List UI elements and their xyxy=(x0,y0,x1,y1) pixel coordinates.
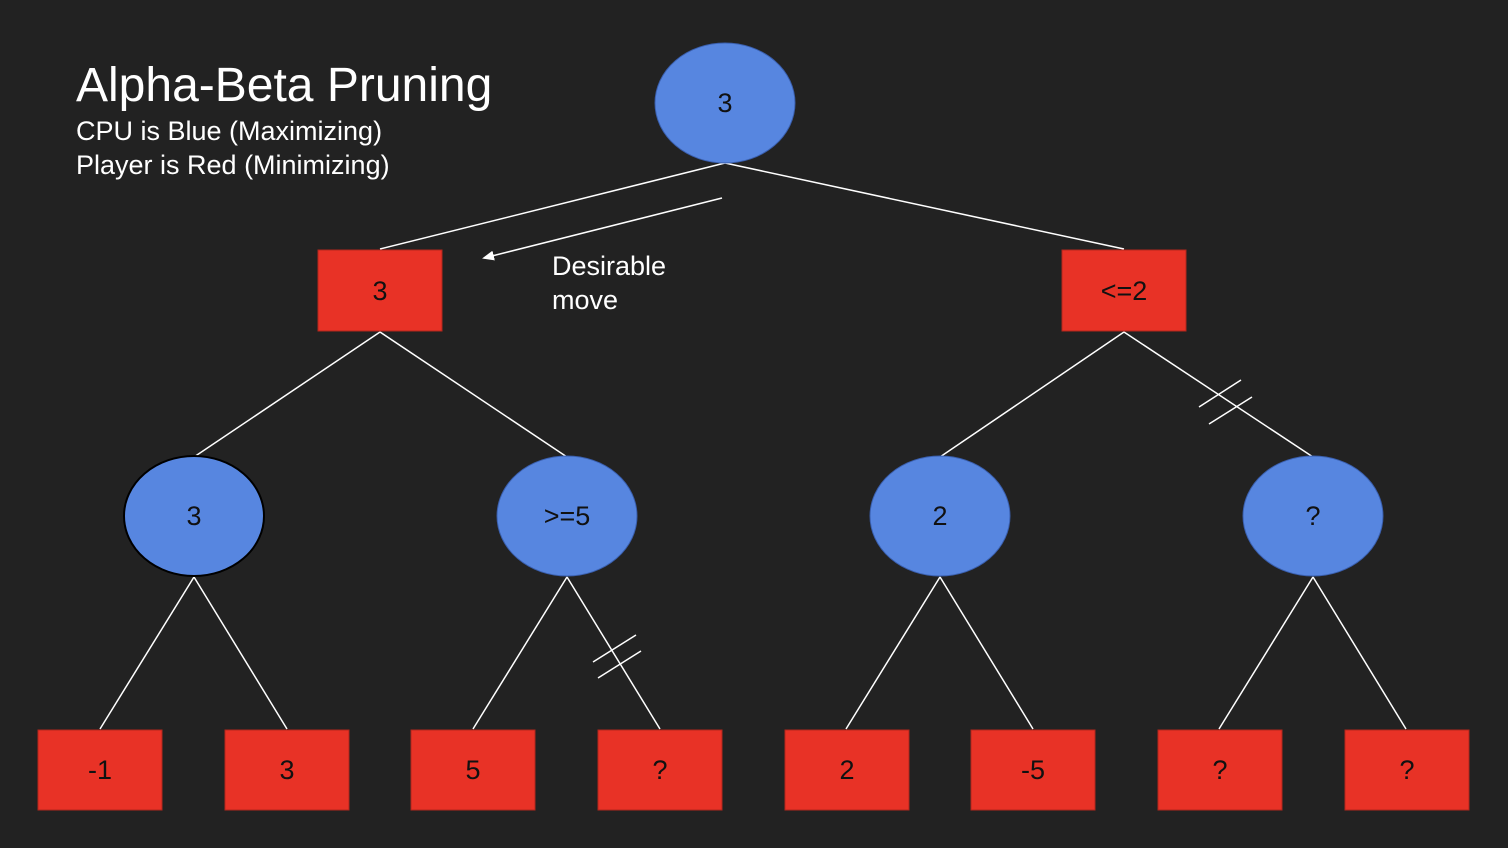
leaf-node-3-label: 5 xyxy=(465,755,480,785)
max-node-c-label: 2 xyxy=(932,501,947,531)
annotation-line-2: move xyxy=(552,285,619,315)
leaf-node-6-label: -5 xyxy=(1021,755,1045,785)
max-node-d: ? xyxy=(1242,455,1384,577)
edge-leftmin-to-max-b xyxy=(379,331,568,458)
leaf-node-2-label: 3 xyxy=(279,755,294,785)
leaf-node-2: 3 xyxy=(224,729,350,811)
desirable-move-annotation: Desirable move xyxy=(552,249,666,317)
leaf-node-6: -5 xyxy=(970,729,1096,811)
edge-root-to-right-min xyxy=(724,162,1125,250)
edge-max-b-to-leaf-3 xyxy=(472,576,568,730)
max-node-b: >=5 xyxy=(496,455,638,577)
edge-max-d-to-leaf-8 xyxy=(1312,576,1407,730)
leaf-node-8-label: ? xyxy=(1399,755,1414,785)
edge-max-b-to-leaf-4 xyxy=(566,576,661,730)
min-node-right: <=2 xyxy=(1061,249,1187,332)
edge-max-a-to-leaf-2 xyxy=(193,576,288,730)
leaf-node-5: 2 xyxy=(784,729,910,811)
leaf-node-1-label: -1 xyxy=(88,755,112,785)
subtitle-line-1: CPU is Blue (Maximizing) xyxy=(76,116,383,146)
prune-mark-right-branch xyxy=(1198,379,1253,425)
leaf-node-8: ? xyxy=(1344,729,1470,811)
edge-max-c-to-leaf-5 xyxy=(845,576,941,730)
min-node-right-label: <=2 xyxy=(1101,276,1148,306)
edge-root-to-left-min xyxy=(379,162,726,250)
leaf-node-7-label: ? xyxy=(1212,755,1227,785)
max-node-c: 2 xyxy=(869,455,1011,577)
min-node-left: 3 xyxy=(317,249,443,332)
leaf-node-3: 5 xyxy=(410,729,536,811)
root-max-node-label: 3 xyxy=(717,88,732,118)
max-node-a-label: 3 xyxy=(186,501,201,531)
leaf-node-1: -1 xyxy=(37,729,163,811)
desirable-move-arrow xyxy=(482,197,723,261)
page-title: Alpha-Beta Pruning xyxy=(76,59,493,112)
leaf-node-7: ? xyxy=(1157,729,1283,811)
min-node-left-label: 3 xyxy=(372,276,387,306)
leaf-node-4-label: ? xyxy=(652,755,667,785)
annotation-line-1: Desirable xyxy=(552,251,667,281)
edge-max-d-to-leaf-7 xyxy=(1218,576,1314,730)
root-max-node: 3 xyxy=(654,42,796,164)
edge-rightmin-to-max-c xyxy=(939,331,1125,458)
edge-max-a-to-leaf-1 xyxy=(99,576,195,730)
title-block: Alpha-Beta Pruning CPU is Blue (Maximizi… xyxy=(76,58,492,182)
max-node-d-label: ? xyxy=(1305,501,1320,531)
edge-leftmin-to-max-a xyxy=(193,331,381,458)
max-node-b-label: >=5 xyxy=(544,501,591,531)
subtitle-line-2: Player is Red (Minimizing) xyxy=(76,150,390,180)
leaf-node-4: ? xyxy=(597,729,723,811)
max-node-a: 3 xyxy=(123,455,265,577)
prune-mark-leaf-branch xyxy=(592,634,642,679)
leaf-node-5-label: 2 xyxy=(839,755,854,785)
edge-max-c-to-leaf-6 xyxy=(939,576,1034,730)
